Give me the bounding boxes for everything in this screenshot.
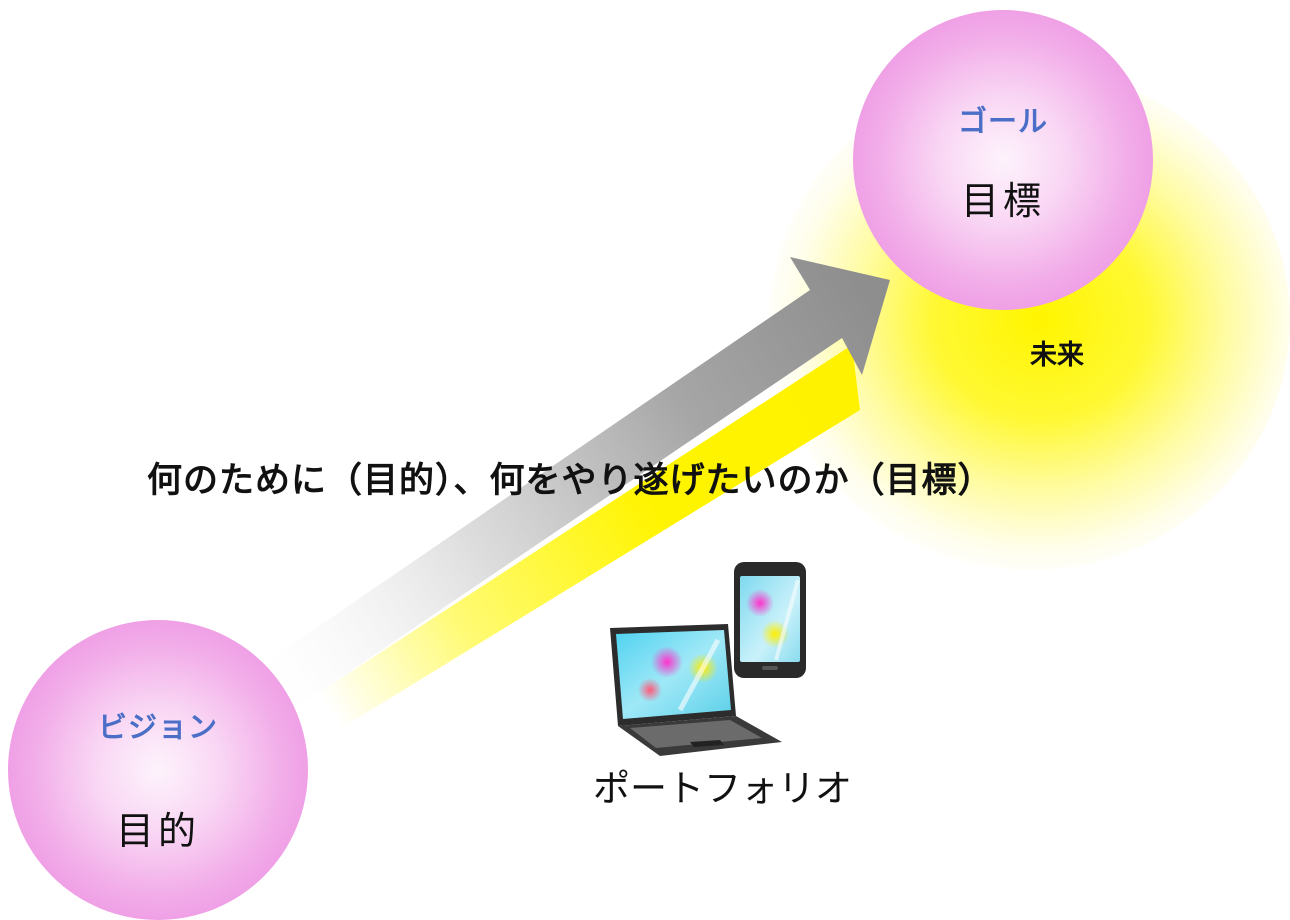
- vision-circle: [8, 620, 308, 920]
- arrow-yellow-band: [300, 345, 860, 735]
- smartphone-icon: [734, 562, 806, 678]
- goal-kana-label: ゴール: [957, 104, 1048, 138]
- laptop-icon: [610, 624, 782, 756]
- arrow-gray-body: [262, 257, 890, 705]
- caption-text: 何のために（目的）、何をやり遂げたいのか（目標）: [147, 461, 994, 501]
- vision-kana-label: ビジョン: [97, 710, 218, 744]
- vision-kanji-label: 目的: [115, 809, 200, 853]
- future-label: 未来: [1030, 340, 1084, 371]
- portfolio-label: ポートフォリオ: [593, 767, 852, 810]
- goal-circle: [853, 10, 1153, 310]
- goal-kanji-label: 目標: [960, 179, 1045, 223]
